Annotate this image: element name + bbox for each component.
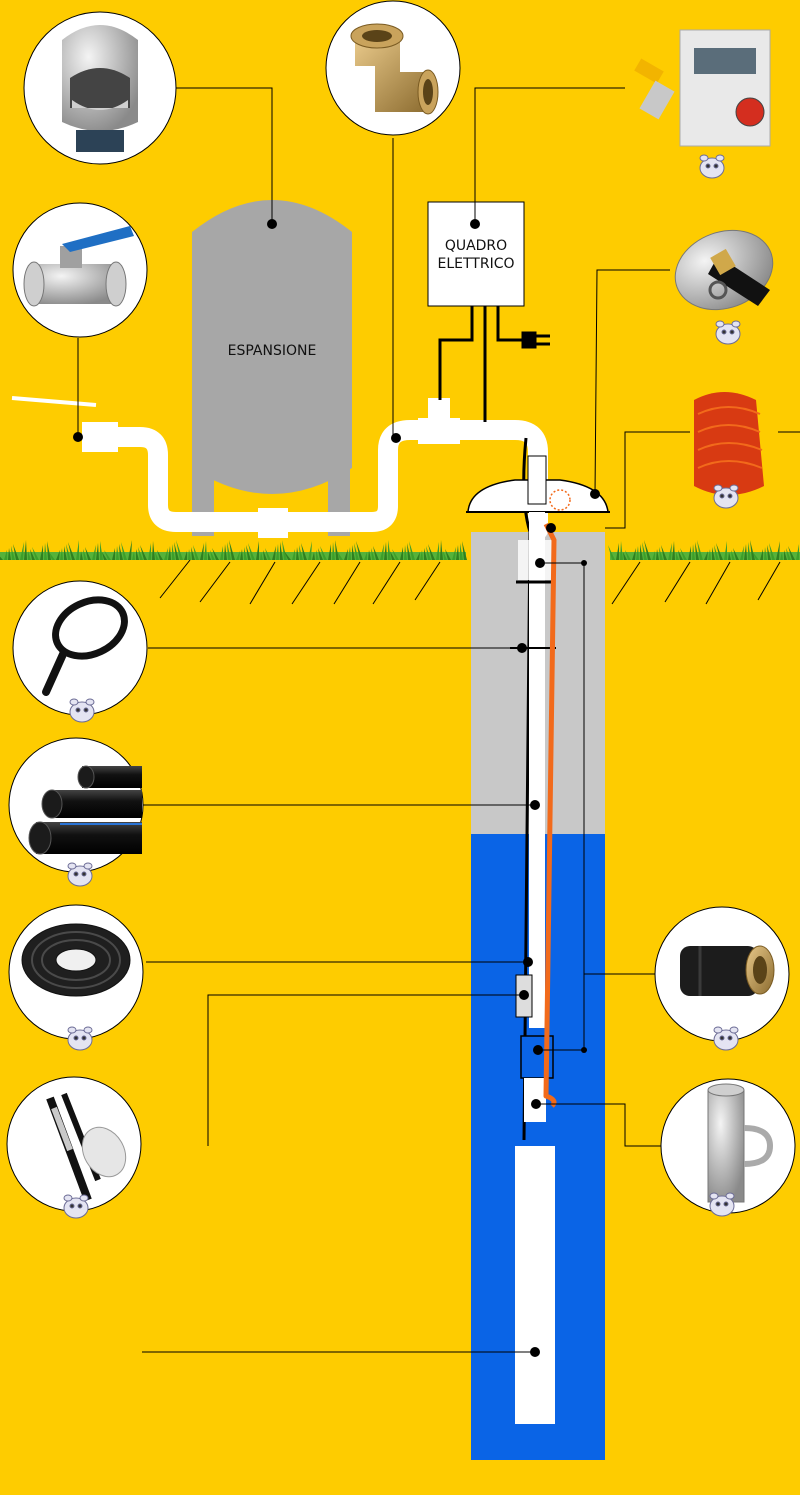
- tank-label: ESPANSIONE: [228, 343, 317, 359]
- expansion-vessel-icon: [62, 25, 138, 152]
- electrical-panel: QUADRO ELETTRICO: [427, 201, 525, 307]
- connection-dots: [73, 219, 600, 1357]
- ground-hatching: [159, 559, 781, 605]
- control-panel-icon: [634, 29, 771, 147]
- compression-coupling-icon: [680, 945, 775, 996]
- bottom-border: [0, 1495, 800, 1499]
- riser-pipe: [529, 512, 545, 1028]
- surface-piping: [90, 420, 548, 540]
- pipe-nipple-icon: [707, 1083, 774, 1203]
- pressure-switch: [428, 398, 450, 420]
- panel-label-line2: ELETTRICO: [438, 256, 515, 272]
- well-cap-icon: [674, 229, 774, 311]
- ball-valve-handle: [11, 396, 97, 407]
- power-plug-icon: [521, 331, 550, 349]
- cable-roll-icon: [21, 923, 131, 997]
- ball-valve-icon: [23, 226, 134, 307]
- leader-lines: [77, 87, 800, 1353]
- panel-label-line1: QUADRO: [445, 238, 507, 254]
- cable-tie-icon: [42, 596, 128, 696]
- brass-elbow-icon: [350, 23, 439, 115]
- grass-strip: [0, 540, 800, 560]
- pe-pipe-icon: [28, 765, 142, 855]
- well-cap: [466, 455, 610, 513]
- splice-kit-icon: [46, 1092, 127, 1202]
- tank-outlet: [258, 508, 288, 538]
- ball-valve-body: [82, 422, 118, 452]
- safety-rope: [543, 522, 557, 1108]
- rope-coil-icon: [694, 392, 764, 495]
- hippo-mascot-icon: [63, 154, 741, 1219]
- pipe-tee: [418, 418, 460, 444]
